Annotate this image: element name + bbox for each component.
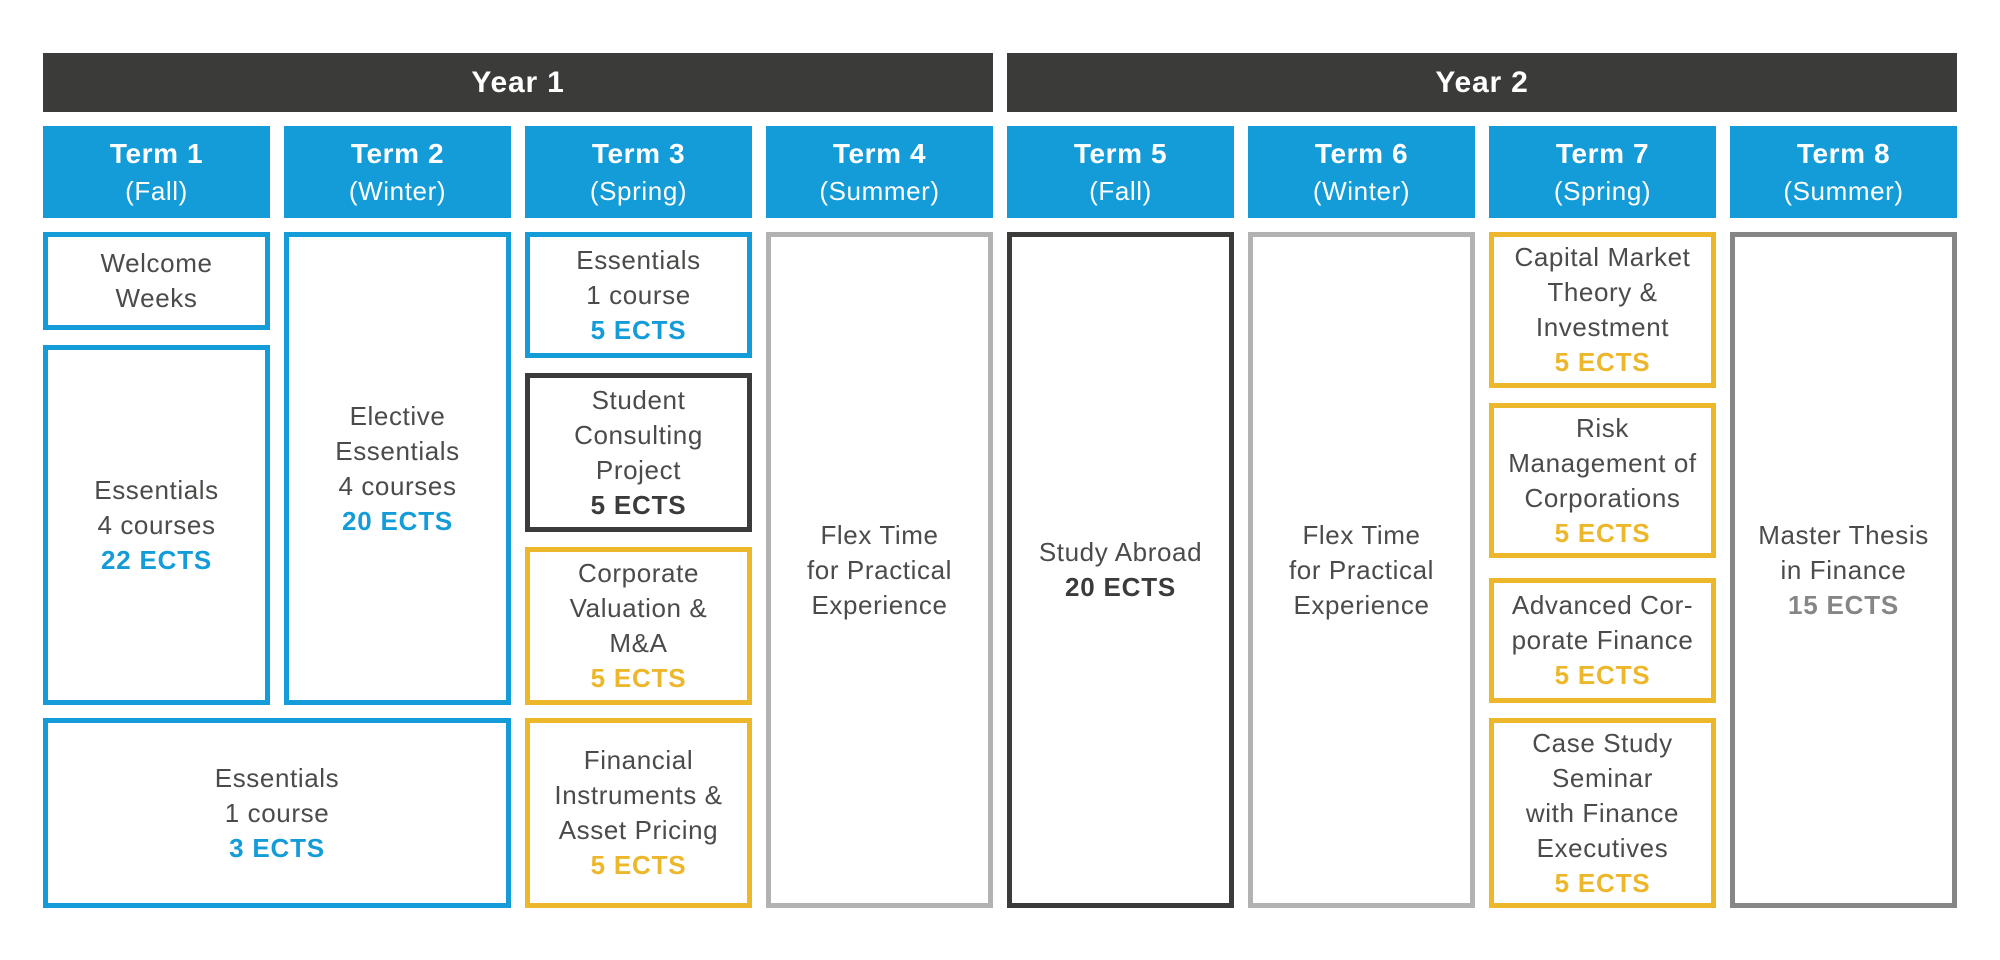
- term-6-header: Term 6 (Winter): [1248, 126, 1475, 218]
- course-title: Master Thesis in Finance: [1758, 519, 1929, 585]
- course-title: Essentials 1 course: [214, 762, 340, 828]
- course-title: Advanced Cor- porate Finance: [1511, 590, 1694, 655]
- course-ects: 5 ECTS: [1554, 867, 1651, 898]
- year-2-label: Year 2: [1435, 65, 1529, 99]
- course-box-risk-management-of-corporations: Risk Management of Corporations 5 ECTS: [1489, 403, 1716, 558]
- course-ects: 22 ECTS: [100, 544, 213, 575]
- term-4-header: Term 4 (Summer): [766, 126, 993, 218]
- term-5-season: (Fall): [1089, 176, 1152, 206]
- term-4-season: (Summer): [819, 176, 940, 206]
- course-ects: 3 ECTS: [229, 832, 325, 863]
- term-1-name: Term 1: [109, 138, 204, 169]
- course-ects: 20 ECTS: [341, 505, 454, 536]
- course-title: Student Consulting Project: [574, 384, 703, 485]
- course-title: Risk Management of Corporations: [1508, 412, 1697, 513]
- year-1-bar: Year 1: [43, 53, 993, 112]
- course-box-master-thesis: Master Thesis in Finance 15 ECTS: [1730, 232, 1957, 908]
- course-box-corporate-valuation-ma: Corporate Valuation & M&A 5 ECTS: [525, 547, 752, 705]
- course-title: Corporate Valuation & M&A: [569, 558, 708, 658]
- course-ects: 5 ECTS: [1554, 517, 1651, 548]
- course-ects: 5 ECTS: [590, 663, 687, 693]
- course-ects: 5 ECTS: [1554, 347, 1651, 377]
- course-title: Flex Time for Practical Experience: [1288, 519, 1435, 620]
- term-2-name: Term 2: [350, 138, 445, 169]
- year-2-bar: Year 2: [1007, 53, 1957, 112]
- course-title: Elective Essentials 4 courses: [335, 400, 460, 501]
- term-3-season: (Spring): [589, 176, 688, 206]
- course-title: Financial Instruments & Asset Pricing: [554, 745, 723, 845]
- course-title: Essentials 1 course: [576, 244, 701, 310]
- term-7-name: Term 7: [1555, 138, 1650, 169]
- course-box-case-study-seminar: Case Study Seminar with Finance Executiv…: [1489, 718, 1716, 908]
- term-6-name: Term 6: [1314, 138, 1409, 169]
- term-2-season: (Winter): [348, 176, 447, 206]
- term-1-season: (Fall): [125, 176, 188, 206]
- term-3-name: Term 3: [591, 138, 686, 169]
- course-box-essentials-1-course-term-3: Essentials 1 course 5 ECTS: [525, 232, 752, 358]
- term-5-name: Term 5: [1073, 138, 1168, 169]
- term-6-season: (Winter): [1312, 176, 1411, 206]
- course-title: Flex Time for Practical Experience: [806, 519, 953, 620]
- course-box-elective-essentials: Elective Essentials 4 courses 20 ECTS: [284, 232, 511, 705]
- course-box-welcome-weeks: Welcome Weeks: [43, 232, 270, 330]
- year-1-label: Year 1: [471, 65, 565, 99]
- course-box-study-abroad: Study Abroad 20 ECTS: [1007, 232, 1234, 908]
- course-box-essentials-1-course-terms-1-2: Essentials 1 course 3 ECTS: [43, 718, 511, 908]
- course-box-capital-market-theory-investment: Capital Market Theory & Investment 5 ECT…: [1489, 232, 1716, 388]
- term-2-header: Term 2 (Winter): [284, 126, 511, 218]
- course-title: Essentials 4 courses: [94, 474, 219, 540]
- course-title: Welcome Weeks: [100, 248, 213, 313]
- term-8-header: Term 8 (Summer): [1730, 126, 1957, 218]
- term-5-header: Term 5 (Fall): [1007, 126, 1234, 218]
- term-7-season: (Spring): [1553, 176, 1652, 206]
- course-ects: 15 ECTS: [1787, 589, 1900, 620]
- term-8-name: Term 8: [1796, 138, 1891, 169]
- course-box-flex-time-term-6: Flex Time for Practical Experience: [1248, 232, 1475, 908]
- course-title: Case Study Seminar with Finance Executiv…: [1525, 727, 1680, 863]
- course-box-advanced-corporate-finance: Advanced Cor- porate Finance 5 ECTS: [1489, 578, 1716, 703]
- term-3-header: Term 3 (Spring): [525, 126, 752, 218]
- term-7-header: Term 7 (Spring): [1489, 126, 1716, 218]
- course-box-essentials-4-courses: Essentials 4 courses 22 ECTS: [43, 345, 270, 705]
- course-title: Capital Market Theory & Investment: [1514, 242, 1691, 342]
- term-4-name: Term 4: [832, 138, 927, 169]
- course-ects: 5 ECTS: [1554, 660, 1651, 690]
- term-1-header: Term 1 (Fall): [43, 126, 270, 218]
- course-title: Study Abroad: [1038, 537, 1203, 567]
- course-ects: 5 ECTS: [590, 314, 687, 345]
- course-ects: 20 ECTS: [1064, 572, 1177, 602]
- term-8-season: (Summer): [1783, 176, 1904, 206]
- course-box-student-consulting-project: Student Consulting Project 5 ECTS: [525, 373, 752, 532]
- course-ects: 5 ECTS: [590, 850, 687, 880]
- course-box-financial-instruments-asset-pricing: Financial Instruments & Asset Pricing 5 …: [525, 718, 752, 908]
- course-box-flex-time-term-4: Flex Time for Practical Experience: [766, 232, 993, 908]
- course-ects: 5 ECTS: [590, 489, 687, 520]
